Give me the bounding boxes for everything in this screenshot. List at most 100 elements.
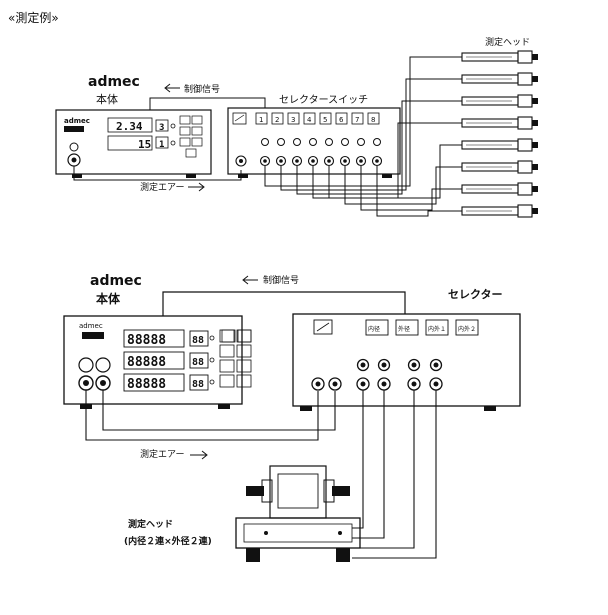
- heads-label-1: 測定ヘッド: [485, 36, 530, 48]
- main-unit-2-display-1: [123, 329, 185, 348]
- channel-button-3: [287, 112, 300, 125]
- main-unit-2-button-grid: [219, 329, 252, 388]
- selector-2-button-label-2: 外径: [398, 325, 410, 333]
- main-unit-2-display-3: [123, 373, 185, 392]
- channel-button-label-8: 8: [371, 116, 375, 124]
- control-signal-line-2: [162, 291, 406, 316]
- main-unit-2-key-6: [236, 359, 252, 373]
- main-unit-1-display-bottom: 15: [138, 138, 151, 151]
- head-tube-7: [360, 166, 462, 211]
- head-tube-5: [328, 144, 462, 199]
- main-unit-label-1: 本体: [96, 92, 118, 106]
- selector-2-port-1: [311, 377, 325, 391]
- control-signal-label-2: 制御信号: [263, 274, 299, 286]
- main-unit-1-badge: [64, 126, 84, 132]
- diagram-1: admec 本体 制御信号 セレクタースイッチ 測定ヘッド 測定エアー adme…: [55, 36, 538, 218]
- channel-button-1: [255, 112, 268, 125]
- air-line-2a: [85, 390, 319, 441]
- channel-indicator-6: [341, 138, 349, 146]
- measuring-head-tip-3: [517, 94, 533, 108]
- air-label-2: 測定エアー: [140, 448, 184, 460]
- channel-indicator-8: [373, 138, 381, 146]
- main-unit-2-knob-2: [95, 357, 111, 373]
- selector-label-2: セレクター: [448, 288, 503, 301]
- channel-button-label-7: 7: [355, 116, 359, 124]
- main-unit-2-key-5: [219, 359, 235, 373]
- air-arrow-1: [188, 182, 205, 192]
- main-unit-2-display-digits-3: 88888: [127, 377, 166, 392]
- measuring-head-tip-6: [517, 160, 533, 174]
- main-unit-2-key-8: [236, 374, 252, 388]
- measuring-head-tip-8: [517, 204, 533, 218]
- main-unit-2-knob-1: [78, 357, 94, 373]
- channel-port-6: [339, 155, 351, 167]
- control-signal-arrow-1: [164, 83, 180, 93]
- head-tube-8: [376, 166, 462, 217]
- selector-2-indicator-3: [407, 358, 421, 372]
- main-unit-2-badge: [82, 332, 104, 339]
- selector-2-button-2: [395, 319, 419, 336]
- main-unit-2-brand: admec: [79, 322, 103, 330]
- head-tube-2-4: [352, 390, 437, 559]
- main-unit-2-indicator-1: [209, 335, 215, 341]
- main-unit-2-small-display-2: [189, 352, 209, 369]
- selector-2-button-label-3: 内外１: [428, 325, 446, 333]
- selector-air-in-port: [235, 155, 247, 167]
- measuring-head-tip-2: [517, 72, 533, 86]
- main-unit-label-2: 本体: [96, 291, 121, 306]
- selector-2-port-2: [328, 377, 342, 391]
- head-label-2-line2: (内径２連×外径２連): [124, 535, 212, 547]
- selector-2-button-label-4: 内外２: [458, 325, 476, 333]
- air-arrow-2: [190, 450, 208, 460]
- control-signal-arrow-2: [242, 275, 258, 285]
- channel-port-4: [307, 155, 319, 167]
- channel-port-3: [291, 155, 303, 167]
- main-unit-2-key-3: [219, 344, 235, 358]
- main-unit-2-keypad: [221, 329, 252, 343]
- main-unit-1-brand: admec: [64, 117, 90, 125]
- main-unit-1-keypad: [179, 115, 203, 158]
- channel-port-1: [259, 155, 271, 167]
- channel-indicator-7: [357, 138, 365, 146]
- air-line-2b: [102, 390, 336, 431]
- selector-2-button-1: [365, 319, 389, 336]
- channel-port-7: [355, 155, 367, 167]
- main-unit-1-knob: [69, 142, 79, 152]
- channel-indicator-5: [325, 138, 333, 146]
- channel-port-8: [371, 155, 383, 167]
- control-signal-label-1: 制御信号: [184, 83, 220, 95]
- brand-label-2: admec: [90, 273, 142, 289]
- head-tube-2: [280, 78, 462, 191]
- channel-button-2: [271, 112, 284, 125]
- main-unit-2-indicator-3: [209, 379, 215, 385]
- channel-button-8: [367, 112, 380, 125]
- measuring-head-tip-1: [517, 50, 533, 64]
- main-unit-2-key-7: [219, 374, 235, 388]
- channel-ports: [259, 138, 383, 167]
- channel-indicator-3: [293, 138, 301, 146]
- main-unit-2-small-display-3: [189, 374, 209, 391]
- diagram-2: admec 本体 制御信号 セレクター 測定エアー 測定ヘッド (内径２連×外径…: [63, 273, 521, 562]
- channel-indicator-2: [277, 138, 285, 146]
- head-label-2-line1: 測定ヘッド: [128, 518, 173, 530]
- main-unit-2-display-digits-2: 88888: [127, 355, 166, 370]
- head-tube-2-1: [352, 390, 364, 529]
- main-unit-1-display-top: 2.34: [116, 120, 143, 133]
- measuring-heads-1: [264, 50, 538, 218]
- main-unit-1: admec 2.34 15 3 1: [55, 109, 212, 178]
- brand-label-1: admec: [88, 74, 140, 90]
- main-unit-2-display-2: [123, 351, 185, 370]
- selector-switch-mode-icon: [232, 112, 247, 125]
- selector-2-button-4: [455, 319, 479, 336]
- selector-2-ports: [311, 358, 443, 391]
- channel-button-5: [319, 112, 332, 125]
- channel-button-6: [335, 112, 348, 125]
- channel-indicator-1: [261, 138, 269, 146]
- selector-2-mode-icon: [313, 319, 333, 335]
- page-heading: «測定例»: [8, 10, 59, 25]
- main-unit-2-indicator-2: [209, 357, 215, 363]
